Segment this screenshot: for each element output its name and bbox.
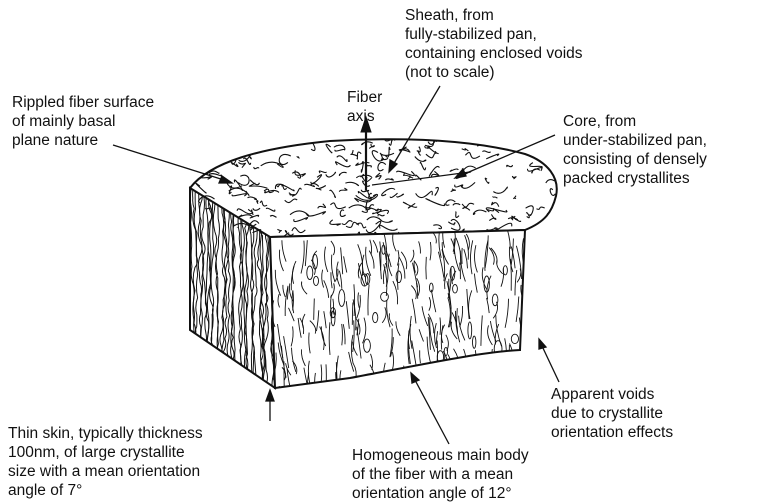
texture-stroke — [316, 388, 322, 413]
skin-leader-arrow — [266, 390, 274, 421]
texture-stroke — [252, 135, 268, 142]
void-mark — [480, 359, 487, 368]
texture-stroke — [236, 154, 245, 156]
core-label: Core, from under-stabilized pan, consist… — [563, 112, 707, 188]
texture-stroke — [461, 379, 464, 403]
rippled-surface-leader-arrow — [113, 145, 232, 183]
texture-stroke — [218, 148, 226, 151]
texture-stroke — [496, 381, 498, 407]
texture-stroke — [421, 367, 423, 381]
texture-stroke — [457, 387, 459, 411]
texture-stroke — [470, 386, 476, 406]
texture-stroke — [197, 160, 211, 164]
texture-stroke — [455, 362, 458, 388]
texture-stroke — [432, 370, 433, 383]
texture-stroke — [369, 387, 372, 415]
texture-stroke — [473, 366, 478, 387]
texture-stroke — [470, 381, 475, 400]
texture-stroke — [202, 159, 219, 163]
texture-stroke — [391, 386, 393, 419]
texture-stroke — [379, 377, 381, 410]
texture-stroke — [391, 373, 395, 389]
texture-stroke — [401, 379, 404, 410]
voids-leader-arrow — [539, 339, 559, 382]
texture-stroke — [208, 153, 216, 155]
texture-stroke — [548, 221, 553, 223]
rippled-surface-label: Rippled fiber surface of mainly basal pl… — [12, 93, 154, 150]
texture-stroke — [440, 318, 441, 335]
texture-stroke — [543, 153, 554, 160]
texture-stroke — [404, 376, 406, 391]
texture-stroke — [494, 384, 498, 398]
texture-stroke — [462, 374, 468, 399]
texture-stroke — [414, 386, 419, 403]
texture-stroke — [552, 236, 561, 240]
sheath-label: Sheath, from fully-stabilized pan, conta… — [405, 6, 583, 82]
texture-stroke — [213, 152, 220, 156]
texture-stroke — [529, 142, 533, 145]
texture-stroke — [223, 143, 240, 150]
texture-stroke — [456, 369, 458, 383]
texture-stroke — [240, 135, 250, 139]
texture-stroke — [523, 318, 529, 339]
texture-stroke — [480, 373, 484, 386]
texture-stroke — [510, 139, 520, 144]
main-body-leader-arrow — [411, 373, 449, 444]
texture-stroke — [503, 139, 510, 141]
texture-stroke — [209, 159, 217, 161]
texture-stroke — [544, 221, 547, 226]
texture-stroke — [319, 388, 321, 404]
texture-stroke — [512, 387, 515, 411]
texture-stroke — [482, 387, 485, 410]
texture-stroke — [459, 138, 473, 141]
texture-stroke — [450, 381, 455, 412]
texture-stroke — [345, 134, 350, 139]
texture-stroke — [316, 385, 318, 418]
fiber-axis-label: Fiber axis — [347, 88, 382, 126]
texture-stroke — [314, 299, 315, 320]
fiber-block — [174, 134, 561, 418]
texture-stroke — [192, 155, 199, 163]
texture-stroke — [252, 140, 260, 143]
thin-skin-label: Thin skin, typically thickness 100nm, of… — [8, 424, 203, 500]
texture-stroke — [278, 386, 281, 417]
apparent-voids-label: Apparent voids due to crystallite orient… — [551, 385, 673, 442]
main-body-label: Homogeneous main body of the fiber with … — [352, 446, 529, 503]
texture-stroke — [431, 136, 438, 139]
texture-stroke — [417, 366, 421, 384]
texture-stroke — [485, 359, 491, 374]
texture-stroke — [192, 148, 200, 153]
texture-stroke — [523, 313, 529, 336]
texture-stroke — [203, 143, 215, 147]
texture-stroke — [546, 146, 555, 149]
